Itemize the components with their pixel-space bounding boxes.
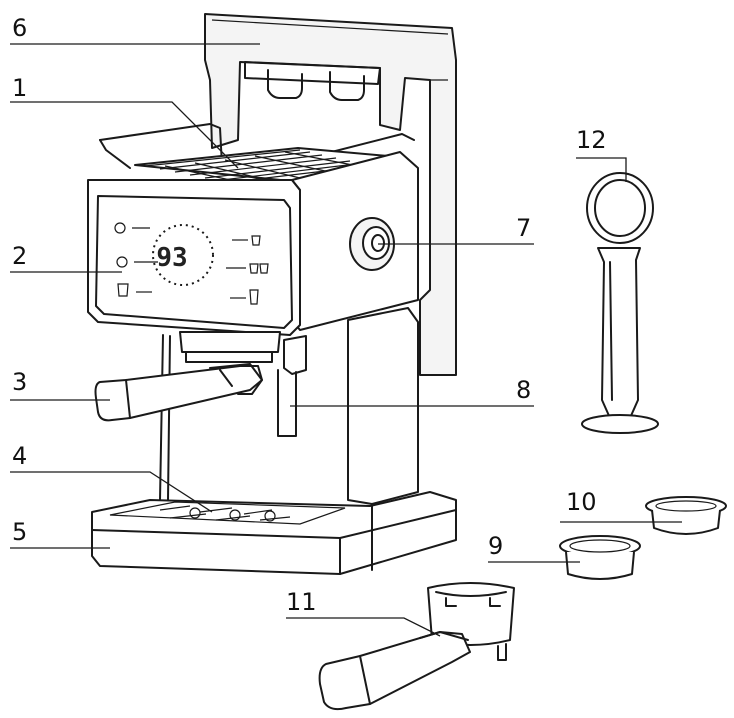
leader-12 [576, 157, 627, 182]
leader-lines [10, 43, 682, 637]
callout-11: 11 [286, 588, 317, 616]
cup-icon [117, 283, 129, 297]
leader-11 [286, 617, 441, 637]
callout-1: 1 [12, 74, 27, 102]
callout-6: 6 [12, 14, 27, 42]
control-panel: 93 [95, 195, 293, 329]
leader-4 [10, 471, 213, 513]
callout-8: 8 [516, 376, 531, 404]
leader-1 [10, 101, 239, 169]
callout-10: 10 [566, 488, 597, 516]
group-head [179, 331, 281, 363]
callout-12: 12 [576, 126, 607, 154]
temperature-readout: 93 [156, 243, 187, 273]
callout-labels: 6 1 2 3 4 5 7 8 9 10 11 12 [12, 14, 607, 616]
water-tank [204, 13, 457, 376]
steam-icon [116, 256, 128, 268]
double-cup-icon [249, 263, 269, 274]
single-cup-icon [251, 235, 261, 246]
callout-9: 9 [488, 532, 503, 560]
filter-basket-double [645, 496, 727, 535]
callout-2: 2 [12, 242, 27, 270]
power-icon [114, 222, 126, 234]
callout-5: 5 [12, 518, 27, 546]
machine-body: 93 [87, 151, 419, 336]
callout-3: 3 [12, 368, 27, 396]
drip-tray [91, 491, 457, 575]
portafilter-attached [94, 363, 263, 422]
filter-basket-single [559, 535, 641, 580]
temperature-ring [152, 224, 214, 286]
drip-tray-grille [159, 505, 291, 522]
callout-7: 7 [516, 214, 531, 242]
mug-icon [249, 289, 259, 305]
steam-wand [277, 335, 307, 437]
tamper [581, 172, 659, 434]
portafilter-loose [318, 582, 515, 711]
callout-4: 4 [12, 442, 27, 470]
